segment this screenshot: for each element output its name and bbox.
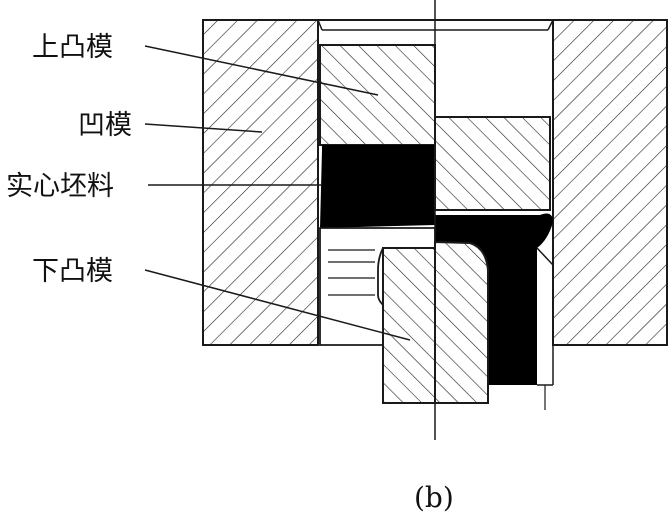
die-left-block <box>202 19 319 346</box>
label-die: 凹模 <box>78 110 132 141</box>
label-lower-punch: 下凸模 <box>32 256 113 287</box>
formed-part-right <box>435 213 553 385</box>
solid-blank-left <box>320 145 435 228</box>
lower-punch-right <box>434 240 489 404</box>
upper-punch-right <box>434 116 551 211</box>
figure-caption: (b) <box>414 481 454 514</box>
label-solid-blank: 实心坯料 <box>6 171 114 202</box>
lower-punch-left <box>382 247 436 404</box>
leader-lines <box>144 45 411 341</box>
label-upper-punch: 上凸模 <box>32 32 113 63</box>
die-inner-wall-right <box>536 247 554 410</box>
die-right-block <box>552 19 668 346</box>
